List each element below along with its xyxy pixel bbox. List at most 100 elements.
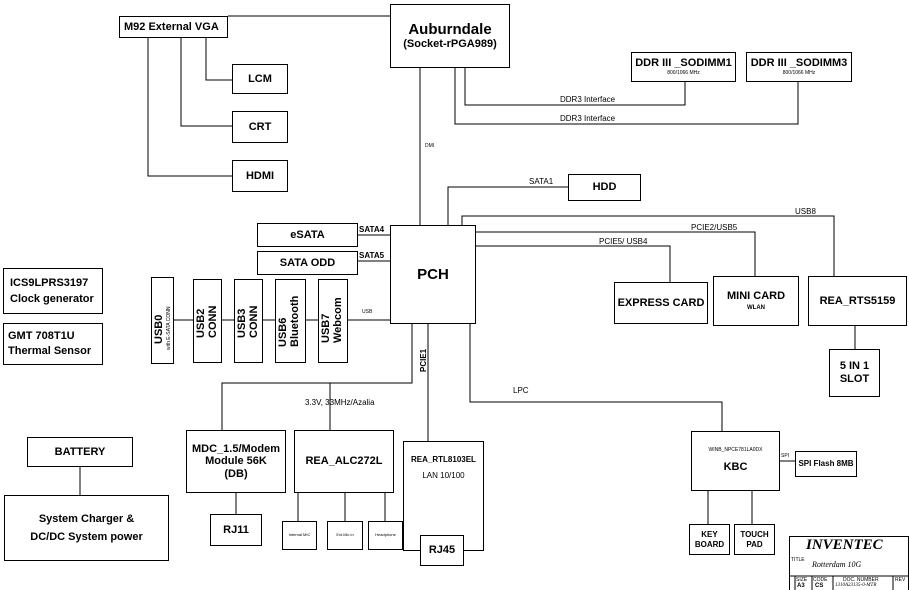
crt-label: CRT [248, 120, 272, 133]
azalia-label: 3.3V, 33MHz/Azalia [305, 398, 375, 407]
codec-box: REA_ALC272L [294, 430, 394, 493]
ddr-interface-label-1: DDR3 Interface [560, 95, 616, 104]
size-label: SIZE [796, 577, 808, 583]
pch-box: PCH [390, 225, 476, 324]
sata1-label: SATA1 [529, 177, 554, 186]
ddr-sodimm3-speed: 800/1066 MHz [782, 70, 816, 77]
battery-label: BATTERY [54, 445, 106, 458]
cpu-auburndale-box: Auburndale (Socket-rPGA989) [390, 4, 510, 68]
vga-label: M92 External VGA [124, 20, 219, 33]
lpc-label: LPC [513, 386, 529, 395]
lan-line2: LAN 10/100 [422, 471, 465, 481]
lcm-box: LCM [232, 64, 288, 94]
vga-box: M92 External VGA [119, 16, 228, 38]
touchpad-line1: TOUCH [740, 530, 769, 540]
clock-line1: ICS9LPRS3197 [10, 276, 89, 289]
clock-line2: Clock generator [10, 292, 94, 305]
ddr-interface-label-2: DDR3 Interface [560, 114, 616, 123]
charger-line2: DC/DC System power [30, 530, 143, 543]
jack-internal-mic-label: Internal MIC [288, 532, 311, 538]
code-label: CODE [813, 577, 828, 583]
card-slot-line2: SLOT [839, 373, 870, 385]
pch-label: PCH [417, 265, 449, 283]
thermal-line2: Thermal Sensor [8, 345, 92, 357]
usb3-line2: CONN [247, 305, 260, 338]
keyboard-line2: BOARD [694, 539, 725, 549]
rea-rts5159-label: REA_RTS5159 [819, 294, 896, 307]
doc-number-label: DOC. NUMBER [843, 577, 879, 583]
lcm-label: LCM [248, 72, 272, 85]
ddr-sodimm1-box: DDR III _SODIMM1 800/1066 MHz [631, 52, 736, 82]
lan-line1: REA_RTL8103EL [411, 455, 476, 464]
hdd-box: HDD [568, 174, 641, 201]
code-value: CS [815, 583, 824, 589]
jack-ext-mic-label: Ext.Mic in [336, 532, 354, 538]
modem-line3: (DB) [224, 467, 248, 480]
usb0-box [151, 277, 174, 364]
usb6-box [275, 279, 306, 363]
jack-headphone-label: Headphone [375, 532, 396, 538]
usb6-line1: USB6 [277, 317, 289, 347]
rj11-label: RJ11 [223, 523, 249, 536]
thermal-line1: GMT 708T1U [8, 330, 75, 343]
cpu-socket: (Socket-rPGA989) [403, 38, 497, 51]
mini-card-label: MINI CARD [726, 289, 786, 302]
kbc-box: WINB_NPCE781LA0DX KBC [691, 431, 780, 491]
usb6-label: USB6 Bluetooth [277, 295, 301, 347]
charger-box: System Charger & DC/DC System power [4, 495, 169, 561]
sata5-label: SATA5 [359, 251, 385, 260]
codec-label: REA_ALC272L [305, 455, 383, 468]
doc-number-value: 1310A23135-0-MTR [835, 583, 877, 588]
spi-label: SPI [781, 453, 790, 459]
express-card-box: EXPRESS CARD [614, 282, 708, 324]
kbc-chip: WINB_NPCE781LA0DX [708, 447, 763, 454]
battery-box: BATTERY [27, 437, 133, 467]
usb7-label: USB7 Webcom [320, 297, 344, 343]
mini-card-box: MINI CARD WLAN [713, 276, 799, 326]
card-slot-box: 5 IN 1 SLOT [829, 349, 880, 397]
jack-headphone: Headphone [368, 521, 403, 550]
kbc-label: KBC [723, 461, 748, 474]
ddr-sodimm1-speed: 800/1066 MHz [667, 70, 700, 77]
jack-internal-mic: Internal MIC [282, 521, 317, 550]
rj11-box: RJ11 [210, 514, 262, 546]
usb2-box [193, 279, 222, 363]
spi-flash-label: SPI Flash 8MB [798, 459, 854, 469]
mini-card-wlan: WLAN [747, 305, 765, 312]
pcie5-usb4-label: PCIE5/ USB4 [599, 237, 648, 246]
rea-rts5159-box: REA_RTS5159 [808, 276, 907, 326]
card-slot-line1: 5 IN 1 [839, 360, 870, 373]
usb7-line2: Webcom [331, 297, 344, 343]
title-label: TITLE [791, 557, 805, 563]
sata-odd-box: SATA ODD [257, 251, 358, 275]
usb3-label: USB3 CONN [236, 305, 260, 338]
esata-label: eSATA [290, 228, 325, 241]
express-card-label: EXPRESS CARD [617, 296, 705, 309]
usb3-line1: USB3 [236, 308, 248, 338]
size-value: A3 [797, 583, 805, 589]
lan-box: REA_RTL8103EL LAN 10/100 [403, 441, 484, 551]
usb0-label: USB0 [153, 314, 166, 344]
sata4-label: SATA4 [359, 225, 385, 234]
usb3-box [234, 279, 263, 363]
ddr-sodimm3-name: DDR III _SODIMM3 [750, 56, 848, 69]
usb0-name: USB0 [153, 314, 165, 344]
hdmi-label: HDMI [245, 169, 275, 182]
usb2-line1: USB2 [195, 308, 207, 338]
clock-generator-box: ICS9LPRS3197 Clock generator [3, 268, 103, 314]
pcie1-label: PCIE1 [419, 348, 428, 372]
usb8-label: USB8 [795, 207, 816, 216]
usb-bus-label: USB [362, 309, 373, 315]
usb6-line2: Bluetooth [288, 295, 301, 347]
spi-flash-box: SPI Flash 8MB [795, 451, 857, 477]
jack-ext-mic: Ext.Mic in [327, 521, 363, 550]
touchpad-box: TOUCH PAD [734, 524, 775, 555]
usb2-line2: CONN [206, 305, 219, 338]
sata-odd-label: SATA ODD [279, 256, 336, 269]
dmi-label: DMI [425, 143, 435, 149]
touchpad-line2: PAD [746, 539, 763, 549]
modem-line1: MDC_1.5/Modem [191, 442, 281, 455]
usb7-box [318, 279, 348, 363]
keyboard-line1: KEY [701, 530, 718, 540]
modem-line2: Module 56K [205, 455, 267, 468]
